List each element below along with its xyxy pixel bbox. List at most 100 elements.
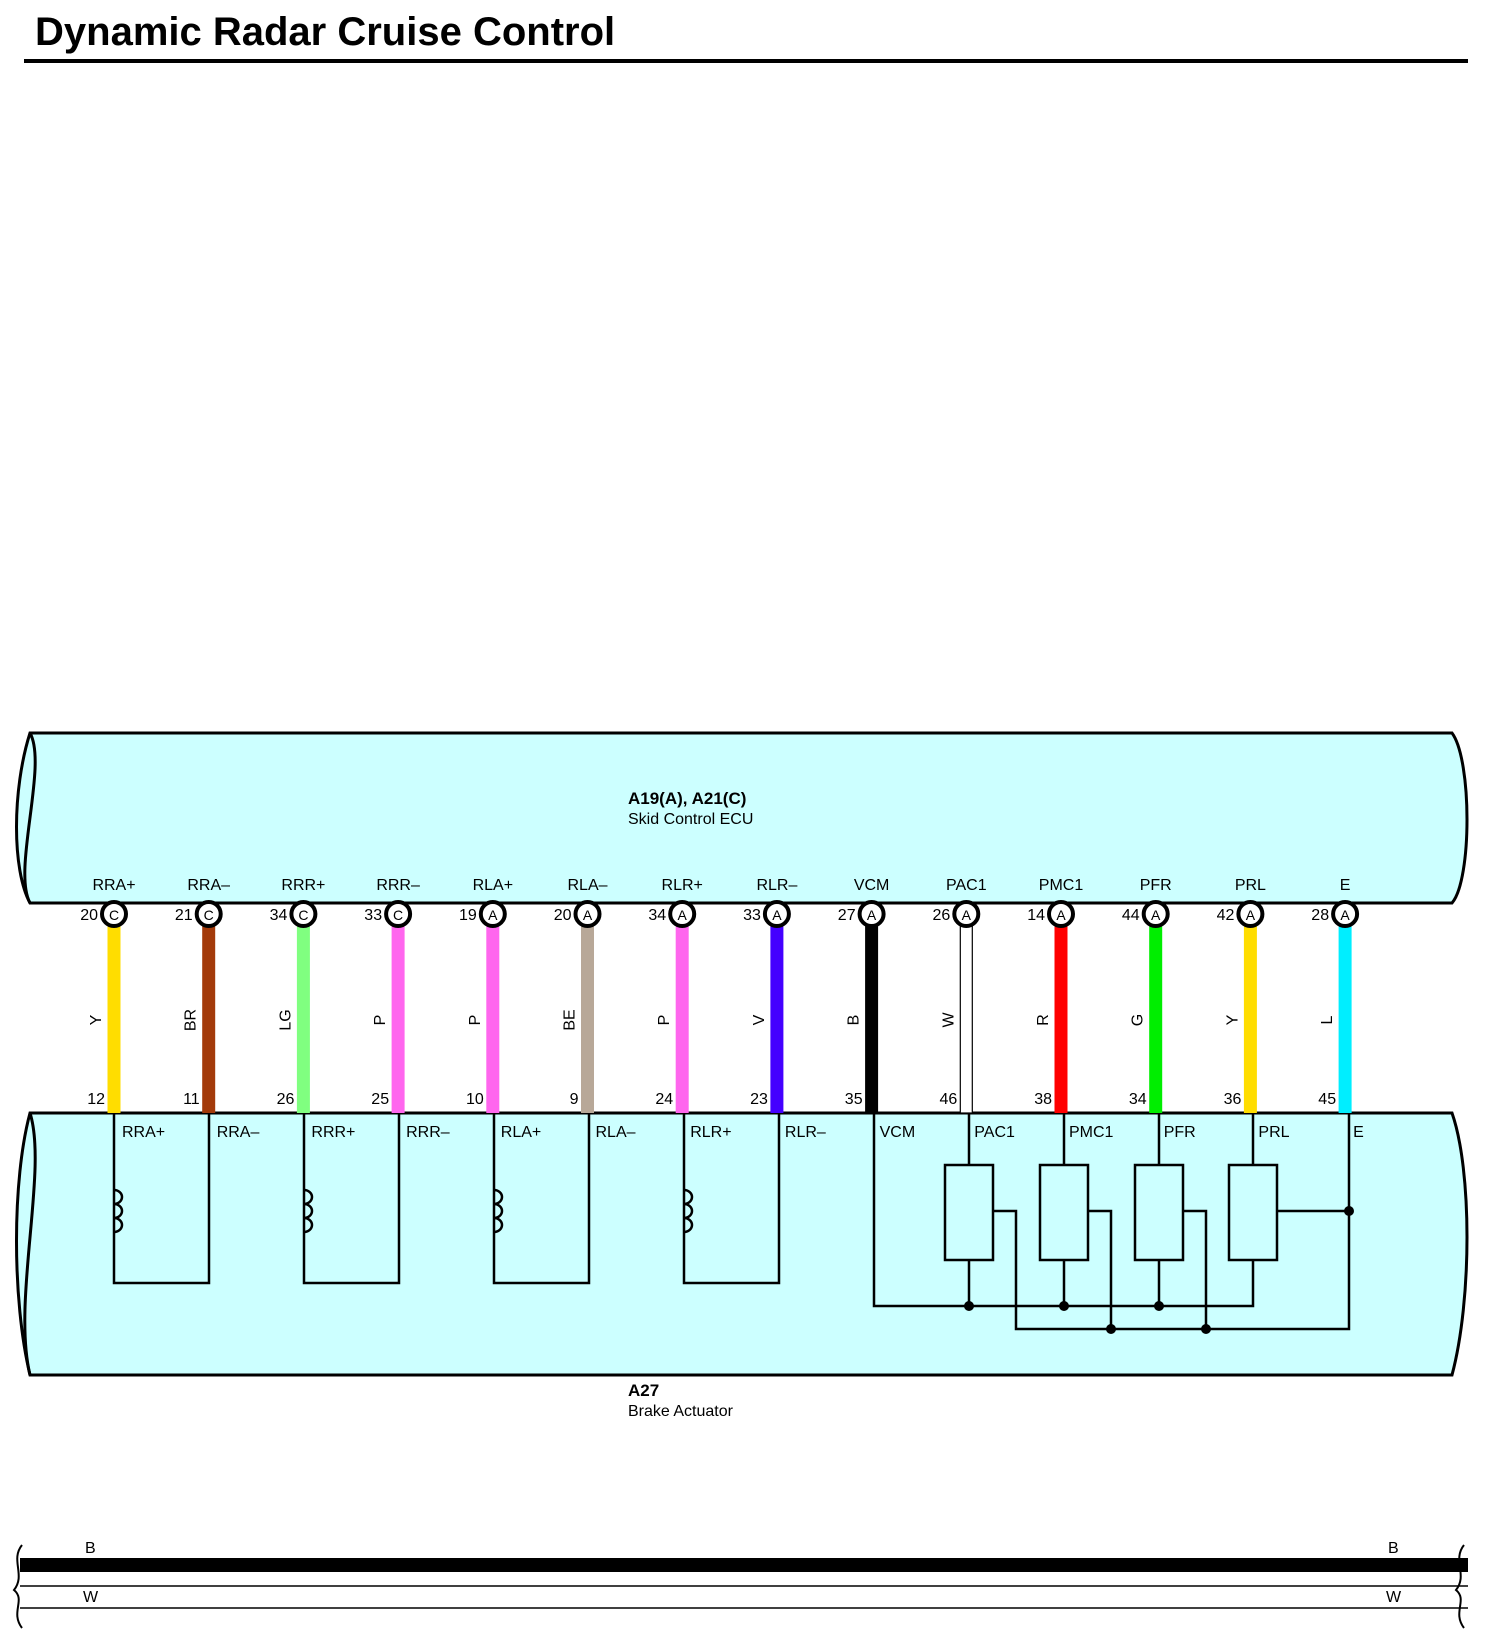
- wire-rra-0: [107, 925, 121, 1113]
- actuator-code: A27: [628, 1381, 659, 1400]
- actuator-signal-rra-0: RRA+: [122, 1124, 165, 1141]
- solenoid-rla: [492, 1113, 591, 1285]
- connector-letter-pfr-11: A: [1151, 907, 1161, 923]
- terminal-rra-0: [100, 900, 128, 928]
- terminal-rra-1: [194, 900, 223, 928]
- terminal-rlr-6: [668, 900, 697, 928]
- wire-rrr-2: [296, 925, 310, 1113]
- actuator-pin-rlr-6: 24: [655, 1091, 673, 1108]
- wire-color-code-e-13: L: [1319, 1015, 1336, 1024]
- connector-letter-rla-5: A: [583, 907, 593, 923]
- connector-letter-rrr-2: C: [298, 907, 308, 923]
- actuator-pin-rrr-3: 25: [371, 1091, 389, 1108]
- ecu-signal-rlr-7: RLR–: [756, 877, 797, 894]
- ecu-pin-vcm-8: 27: [838, 907, 856, 924]
- ecu-signal-rrr-3: RRR–: [376, 877, 420, 894]
- ecu-name: Skid Control ECU: [628, 811, 753, 828]
- ecu-pin-rla-4: 19: [459, 907, 477, 924]
- connector-letter-vcm-8: A: [867, 907, 877, 923]
- actuator-pin-rla-5: 9: [570, 1091, 579, 1108]
- ecu-signal-vcm-8: VCM: [854, 877, 890, 894]
- ecu-signal-pac1-9: PAC1: [946, 877, 987, 894]
- wire-pfr-11: [1149, 925, 1163, 1113]
- terminal-e-13: [1331, 900, 1360, 928]
- wire-color-code-rrr-3: P: [372, 1015, 389, 1026]
- wire-rlr-7: [770, 925, 784, 1113]
- actuator-signal-rla-5: RLA–: [596, 1124, 636, 1141]
- ecu-pin-rlr-6: 34: [648, 907, 666, 924]
- connector-letter-rlr-6: A: [678, 907, 688, 923]
- solenoid-rrr: [302, 1113, 401, 1285]
- terminal-pmc1-10: [1047, 900, 1075, 928]
- actuator-pin-pmc1-10: 38: [1034, 1091, 1052, 1108]
- wire-color-code-rra-1: BR: [183, 1009, 200, 1031]
- actuator-signal-rra-1: RRA–: [217, 1124, 260, 1141]
- connector-letter-rra-1: C: [204, 907, 214, 923]
- actuator-pin-e-13: 45: [1318, 1091, 1336, 1108]
- wire-vcm-8: [865, 925, 879, 1113]
- actuator-pin-rra-1: 11: [183, 1091, 200, 1108]
- wire-legend: B B W W: [12, 1540, 1468, 1629]
- connector-letter-pmc1-10: A: [1056, 907, 1066, 923]
- actuator-signal-rlr-6: RLR+: [690, 1124, 731, 1141]
- terminal-pfr-11: [1141, 900, 1170, 928]
- actuator-signal-e-13: E: [1353, 1124, 1364, 1141]
- actuator-box: [15, 1111, 1469, 1377]
- wire-color-code-pmc1-10: R: [1035, 1014, 1052, 1026]
- connector-letter-rlr-7: A: [772, 907, 782, 923]
- ecu-signal-rla-4: RLA+: [473, 877, 513, 894]
- connector-letter-rra-0: C: [109, 907, 119, 923]
- actuator-name: Brake Actuator: [628, 1403, 734, 1420]
- terminal-rla-4: [478, 900, 507, 928]
- actuator-pin-pfr-11: 34: [1129, 1091, 1147, 1108]
- ecu-signal-rra-0: RRA+: [92, 877, 135, 894]
- ecu-box: [15, 731, 1469, 905]
- wire-rla-5: [581, 925, 594, 1113]
- solenoid-coils: [112, 1113, 781, 1285]
- ground-line: [993, 1113, 1351, 1331]
- connector-letter-pac1-9: A: [962, 907, 972, 923]
- terminal-rrr-2: [289, 900, 318, 928]
- terminal-pac1-9: [952, 900, 981, 928]
- actuator-pin-vcm-8: 35: [845, 1091, 863, 1108]
- actuator-pin-rla-4: 10: [466, 1091, 484, 1108]
- wires-layer: CRRA+20Y12RRA+CRRA–21BR11RRA–CRRR+34LG26…: [80, 877, 1364, 1141]
- wire-pac1-9: [959, 924, 973, 1114]
- wire-e-13: [1338, 925, 1352, 1113]
- terminal-rrr-3: [384, 900, 413, 928]
- ecu-pin-rla-5: 20: [554, 907, 572, 924]
- junction-dots: [964, 1206, 1354, 1334]
- wire-color-code-rra-0: Y: [88, 1014, 105, 1025]
- ecu-signal-e-13: E: [1340, 877, 1351, 894]
- ecu-pin-pfr-11: 44: [1122, 907, 1140, 924]
- ecu-pin-rra-0: 20: [80, 907, 98, 924]
- pressure-sensors: [872, 1113, 1351, 1331]
- legend-black-label-left: B: [85, 1540, 96, 1557]
- legend-white-label-right: W: [1386, 1589, 1402, 1606]
- ecu-signal-pmc1-10: PMC1: [1039, 877, 1084, 894]
- wire-color-code-rla-4: P: [467, 1015, 484, 1026]
- legend-white-label-left: W: [83, 1589, 99, 1606]
- ecu-pin-rra-1: 21: [175, 907, 193, 924]
- solenoid-rlr: [682, 1113, 781, 1285]
- wire-color-code-rrr-2: LG: [277, 1009, 294, 1030]
- wire-color-code-vcm-8: B: [846, 1015, 863, 1026]
- ecu-signal-rla-5: RLA–: [567, 877, 607, 894]
- title-underline: [24, 59, 1468, 63]
- connector-letter-rrr-3: C: [393, 907, 403, 923]
- wire-rrr-3: [391, 925, 405, 1113]
- wire-color-code-rlr-6: P: [656, 1015, 673, 1026]
- ecu-signal-rlr-6: RLR+: [662, 877, 703, 894]
- page-title: Dynamic Radar Cruise Control: [35, 10, 616, 54]
- wire-color-code-pfr-11: G: [1130, 1014, 1147, 1026]
- actuator-pin-prl-12: 36: [1224, 1091, 1242, 1108]
- actuator-signal-pac1-9: PAC1: [974, 1124, 1015, 1141]
- actuator-pin-pac1-9: 46: [940, 1091, 958, 1108]
- ecu-signal-rra-1: RRA–: [187, 877, 230, 894]
- terminal-vcm-8: [857, 900, 886, 928]
- actuator-signal-pfr-11: PFR: [1164, 1124, 1196, 1141]
- terminal-rla-5: [573, 900, 602, 928]
- wire-color-code-prl-12: Y: [1224, 1014, 1241, 1025]
- wire-rlr-6: [675, 925, 689, 1113]
